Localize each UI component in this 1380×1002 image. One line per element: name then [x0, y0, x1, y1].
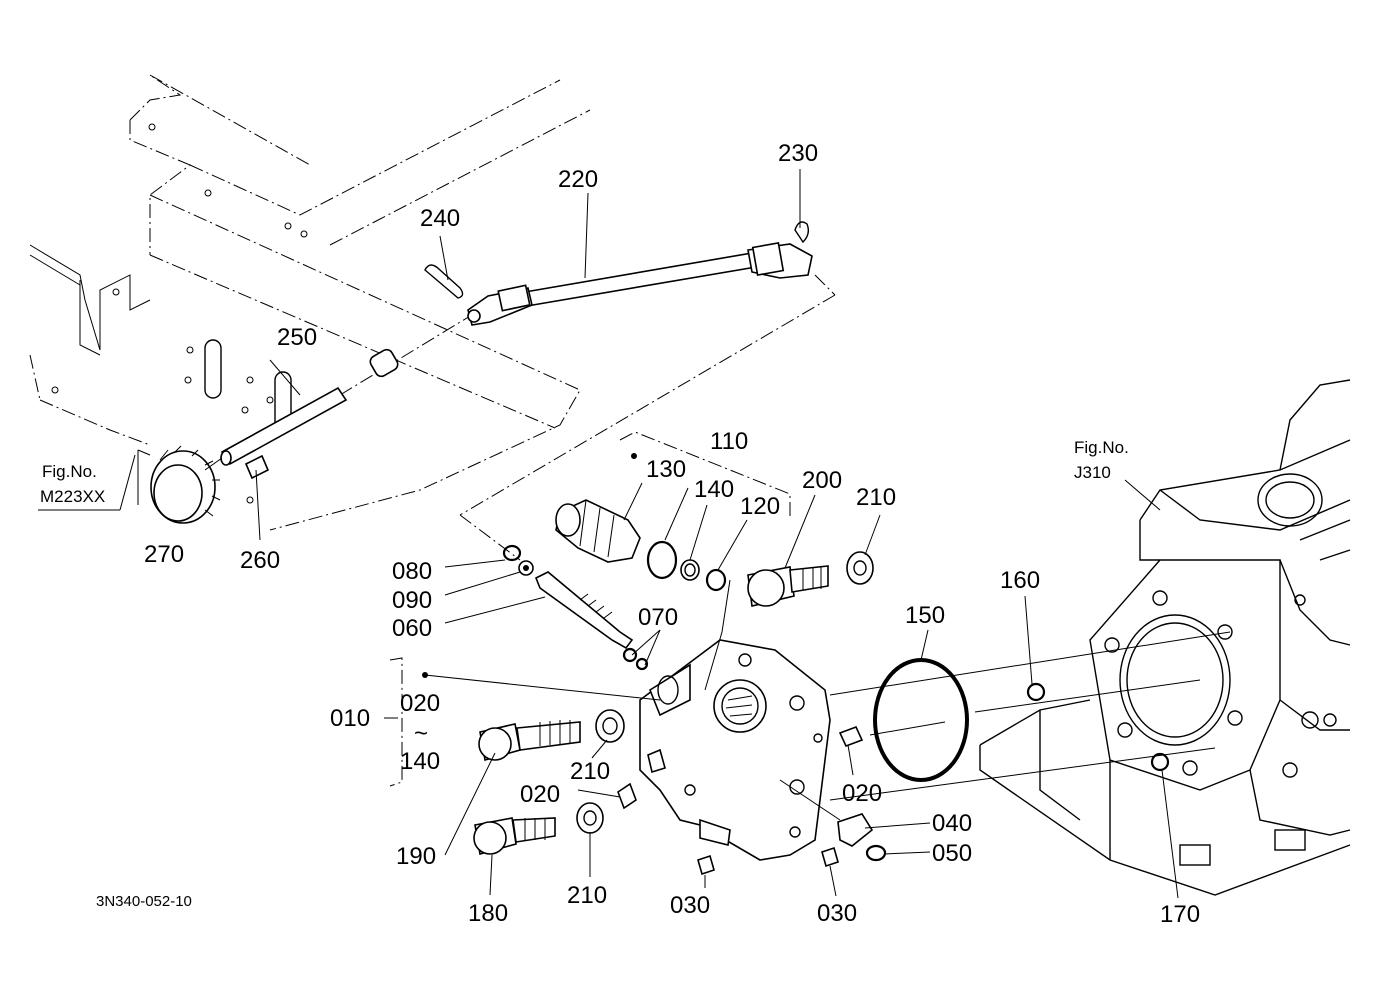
label-110: 110: [710, 428, 748, 455]
transmission-housing: [979, 379, 1351, 896]
label-180: 180: [468, 900, 508, 927]
fig-ref-right-line1: Fig.No.: [1074, 438, 1129, 457]
label-010: 010: [330, 705, 370, 732]
label-030-right: 030: [817, 900, 857, 927]
label-060: 060: [392, 615, 432, 642]
label-range-tilde: ~: [414, 720, 428, 747]
fig-ref-left-line1: Fig.No.: [42, 462, 97, 481]
label-240: 240: [420, 205, 460, 232]
label-020-right: 020: [842, 780, 882, 807]
label-020-left: 020: [520, 781, 560, 808]
label-250: 250: [277, 324, 317, 351]
label-270: 270: [144, 541, 184, 568]
label-210-bottom: 210: [567, 882, 607, 909]
label-200: 200: [802, 467, 842, 494]
label-230: 230: [778, 140, 818, 167]
label-220: 220: [558, 166, 598, 193]
label-070: 070: [638, 604, 678, 631]
label-140-range-end: 140: [400, 748, 440, 775]
fig-ref-left-line2: M223XX: [40, 487, 105, 506]
valve-body-010: [639, 639, 831, 861]
label-210-middle: 210: [570, 758, 610, 785]
label-080: 080: [392, 558, 432, 585]
rod-250-knob-assembly: [150, 348, 399, 524]
label-140: 140: [694, 476, 734, 503]
part-labels: 220 230 240 250 270 260 110 130 140 120 …: [144, 140, 1200, 928]
label-210-top: 210: [856, 484, 896, 511]
label-090: 090: [392, 587, 432, 614]
label-050: 050: [932, 840, 972, 867]
label-020-range-start: 020: [400, 690, 440, 717]
spool-assembly-110: [555, 431, 791, 592]
fig-references: Fig.No. M223XX Fig.No. J310: [40, 438, 1129, 506]
label-150: 150: [905, 602, 945, 629]
label-130: 130: [646, 456, 686, 483]
label-170: 170: [1160, 901, 1200, 928]
drawing-code: 3N340-052-10: [96, 893, 192, 910]
label-160: 160: [1000, 567, 1040, 594]
small-fittings: [502, 544, 887, 876]
rod-220-assembly: [339, 221, 836, 561]
leader-lines: [38, 169, 1179, 899]
fig-ref-right-line2: J310: [1074, 463, 1111, 482]
label-040: 040: [932, 810, 972, 837]
bolts-and-washers: [473, 551, 874, 856]
label-190: 190: [396, 843, 436, 870]
label-120: 120: [740, 493, 780, 520]
chassis-frame: [29, 74, 591, 531]
label-030-left: 030: [670, 892, 710, 919]
label-260: 260: [240, 547, 280, 574]
